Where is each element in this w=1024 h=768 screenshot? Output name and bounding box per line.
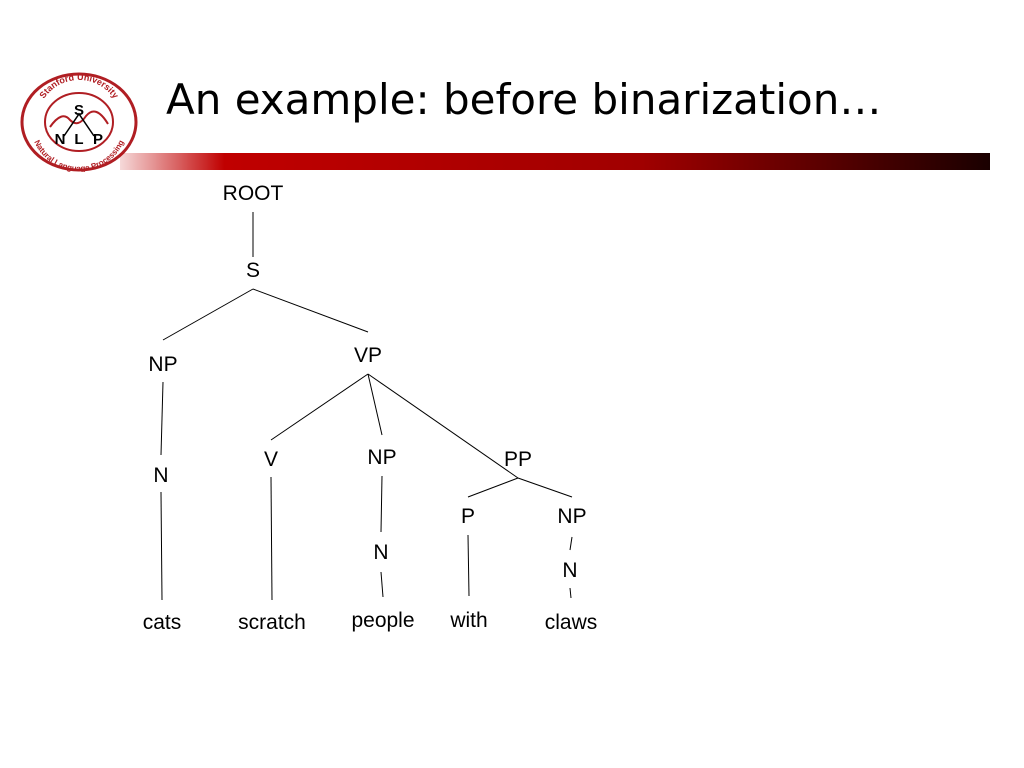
tree-edge-s-vp <box>252 288 369 333</box>
tree-node-root: ROOT <box>223 182 284 205</box>
tree-edge-np3-n3 <box>569 536 573 551</box>
slide-title: An example: before binarization… <box>166 75 882 124</box>
title-rule <box>120 153 990 170</box>
tree-word-scratch: scratch <box>238 611 306 634</box>
tree-word-cats: cats <box>143 611 182 634</box>
tree-edge-pp-p <box>467 477 519 498</box>
tree-edge-n2-w-people <box>380 571 384 598</box>
tree-edge-n1-w-cats <box>160 491 163 601</box>
logo-letter-s: S <box>74 102 84 119</box>
logo-letter-l: L <box>74 131 83 148</box>
tree-node-pp: PP <box>504 448 532 471</box>
tree-node-vp: VP <box>354 344 382 367</box>
logo-mountain-icon <box>49 110 109 128</box>
parse-tree-edges <box>160 212 573 601</box>
tree-word-with: with <box>449 609 487 632</box>
tree-node-np3: NP <box>557 505 586 528</box>
logo-inner-ring-icon <box>44 92 114 152</box>
tree-edge-p-w-with <box>467 534 470 597</box>
tree-node-np2: NP <box>367 446 396 469</box>
tree-edge-v-w-scratch <box>270 476 273 601</box>
tree-node-s: S <box>246 259 260 282</box>
tree-node-n2: N <box>373 541 388 564</box>
tree-edge-s-np1 <box>162 288 254 341</box>
tree-edge-np2-n2 <box>380 475 383 533</box>
tree-word-claws: claws <box>545 611 598 634</box>
tree-node-np1: NP <box>148 353 177 376</box>
logo-letter-p: P <box>93 131 103 148</box>
logo-outer-ring-icon <box>20 72 138 172</box>
tree-edge-vp-v <box>270 373 369 441</box>
tree-edge-n3-w-claws <box>569 587 572 599</box>
stanford-nlp-logo: Stanford University Natural Language Pro… <box>20 72 138 172</box>
tree-edge-vp-np2 <box>367 373 383 436</box>
tree-edge-vp-pp <box>367 373 519 479</box>
tree-node-p: P <box>461 505 475 528</box>
tree-edge-pp-np3 <box>517 477 573 498</box>
tree-node-n3: N <box>562 559 577 582</box>
logo-letter-n: N <box>55 131 66 148</box>
logo-peak-icon <box>63 112 95 137</box>
tree-word-people: people <box>351 609 414 632</box>
tree-node-v: V <box>264 448 278 471</box>
tree-edge-np1-n1 <box>160 381 164 456</box>
tree-node-n1: N <box>153 464 168 487</box>
title-rule-bar <box>120 153 990 170</box>
